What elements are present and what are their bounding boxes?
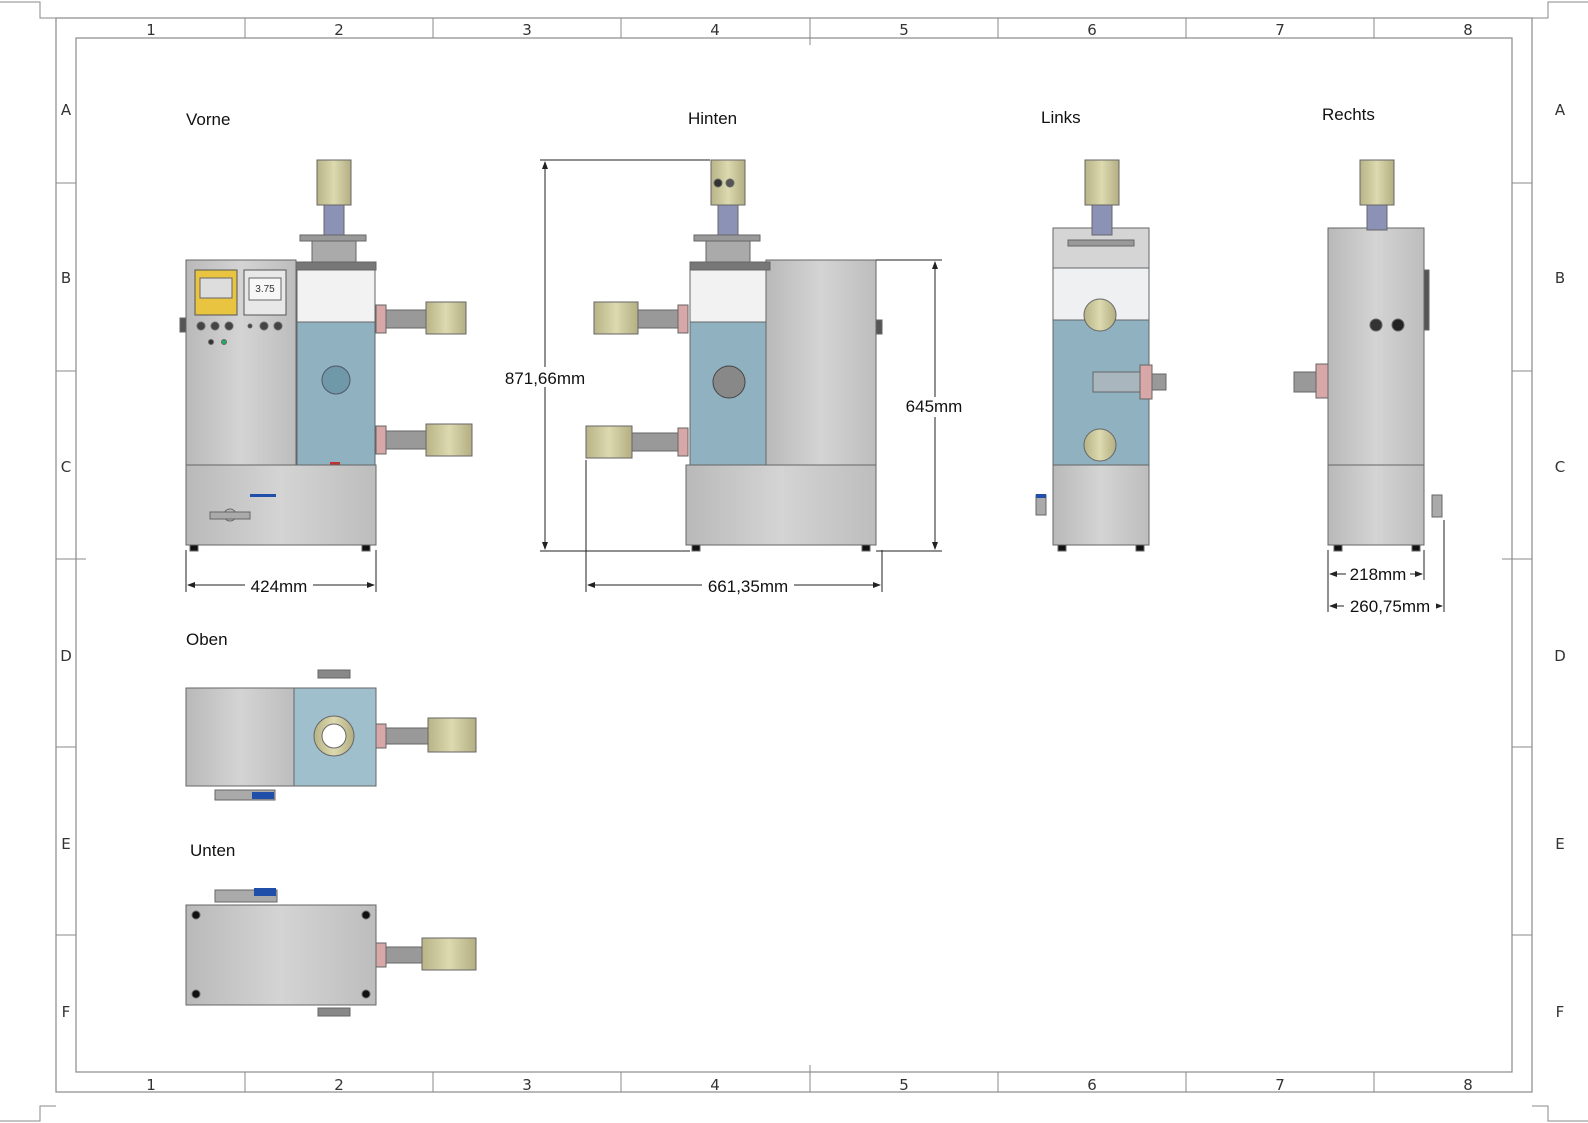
controller-display-value: 3.75 [255, 284, 275, 295]
dimension-front-width: 424mm [251, 577, 308, 596]
row-label: B [61, 269, 71, 287]
dimension-labels: 424mm 871,66mm 661,35mm 645mm 218mm 260,… [245, 367, 1436, 616]
row-label: D [1554, 647, 1566, 665]
column-label: 7 [1275, 1076, 1285, 1094]
column-label: 2 [334, 21, 344, 39]
top-view [185, 669, 477, 801]
row-labels-right: A B C D E F [1554, 101, 1566, 1021]
column-label: 3 [522, 21, 532, 39]
column-label: 5 [899, 21, 909, 39]
column-label: 4 [710, 21, 720, 39]
row-label: A [61, 101, 72, 119]
row-label: D [60, 647, 72, 665]
column-label: 6 [1087, 21, 1097, 39]
view-label-back: Hinten [688, 109, 737, 128]
dimension-right-width: 218mm [1350, 565, 1407, 584]
dimension-back-width: 661,35mm [708, 577, 788, 596]
row-label: F [1556, 1003, 1565, 1021]
column-label: 5 [899, 1076, 909, 1094]
front-view: 3.75 [179, 159, 473, 552]
column-label: 2 [334, 1076, 344, 1094]
column-label: 8 [1463, 1076, 1473, 1094]
row-labels-left: A B C D E F [60, 101, 72, 1021]
column-label: 4 [710, 1076, 720, 1094]
back-view [585, 159, 883, 552]
view-label-front: Vorne [186, 110, 230, 129]
zone-ticks [56, 18, 1532, 1092]
row-label: A [1555, 101, 1566, 119]
column-labels-top: 1 2 3 4 5 6 7 8 [146, 21, 1473, 39]
view-label-right: Rechts [1322, 105, 1375, 124]
row-label: B [1555, 269, 1565, 287]
column-label: 3 [522, 1076, 532, 1094]
bottom-view [185, 888, 477, 1017]
row-label: E [1555, 835, 1564, 853]
column-label: 8 [1463, 21, 1473, 39]
column-label: 1 [146, 1076, 156, 1094]
left-view [1035, 159, 1167, 552]
view-label-top: Oben [186, 630, 228, 649]
right-view [1293, 159, 1443, 552]
row-label: C [61, 458, 71, 476]
dimension-body-height: 645mm [906, 397, 963, 416]
view-label-left: Links [1041, 108, 1081, 127]
row-label: E [61, 835, 70, 853]
view-label-bottom: Unten [190, 841, 235, 860]
column-labels-bottom: 1 2 3 4 5 6 7 8 [146, 1076, 1473, 1094]
row-label: C [1555, 458, 1565, 476]
column-label: 6 [1087, 1076, 1097, 1094]
column-label: 7 [1275, 21, 1285, 39]
row-label: F [62, 1003, 71, 1021]
dimension-total-height: 871,66mm [505, 369, 585, 388]
dimension-right-total-width: 260,75mm [1350, 597, 1430, 616]
column-label: 1 [146, 21, 156, 39]
